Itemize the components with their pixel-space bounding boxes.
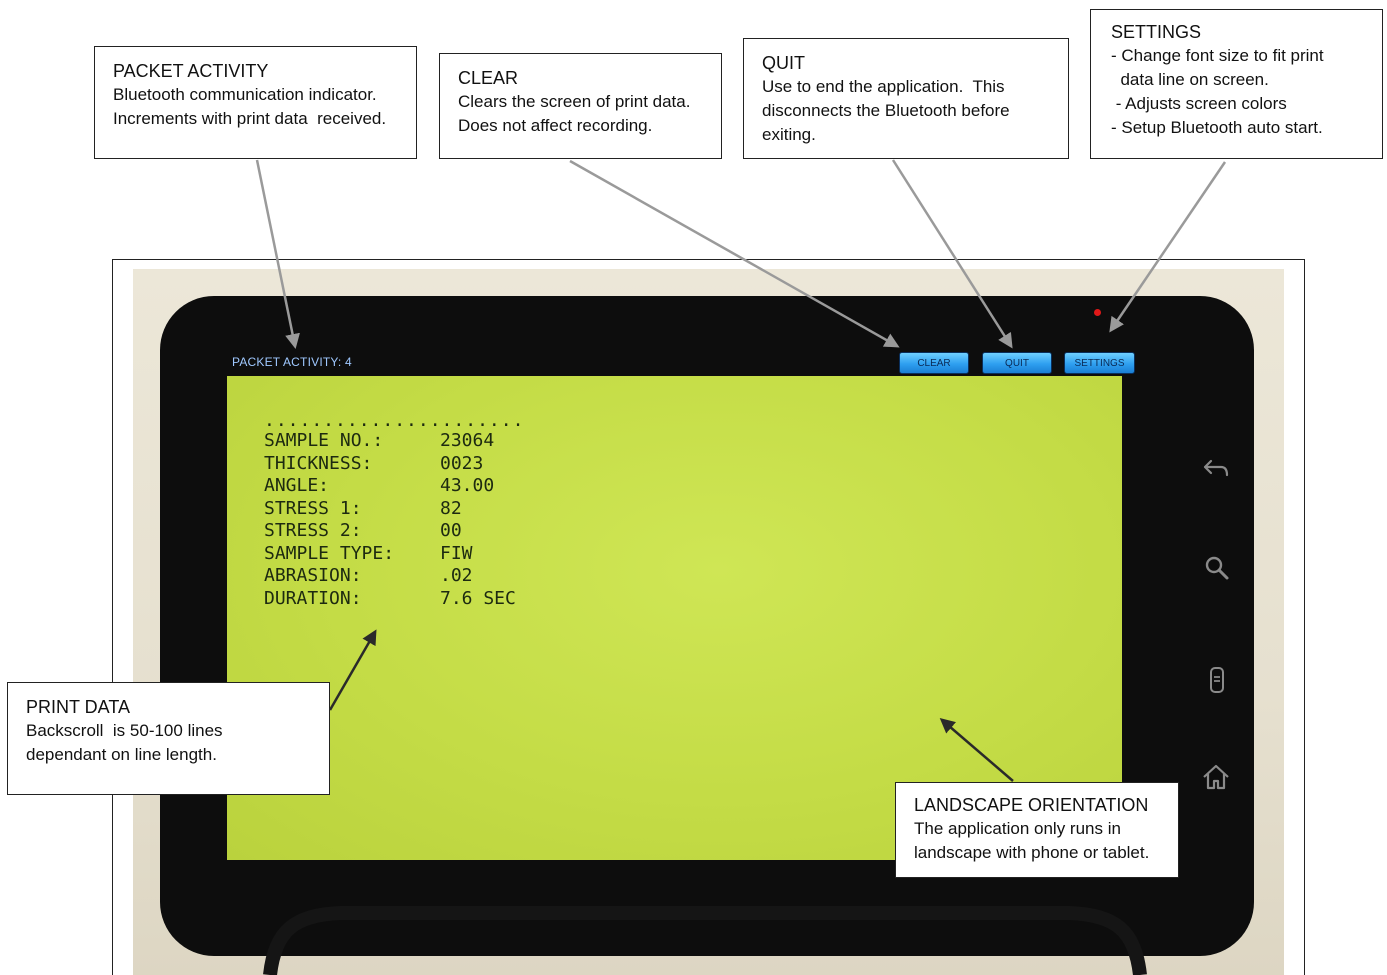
print-value: 0023 (440, 452, 484, 474)
arrow-quit (891, 159, 1013, 349)
callout-title: QUIT (762, 53, 805, 73)
print-value: 7.6 SEC (440, 587, 516, 609)
menu-icon[interactable] (1202, 665, 1232, 695)
callout-line: exiting. (762, 125, 816, 144)
print-label: SAMPLE TYPE: (264, 542, 395, 564)
print-row: ABRASION: .02 (264, 565, 516, 588)
print-label: STRESS 1: (264, 497, 362, 519)
print-row: SAMPLE NO.: 23064 (264, 430, 516, 453)
print-label: ANGLE: (264, 475, 330, 496)
callout-line: - Setup Bluetooth auto start. (1111, 118, 1323, 137)
quit-button[interactable]: QUIT (982, 352, 1052, 374)
callout-title: SETTINGS (1111, 22, 1202, 42)
callout-title: LANDSCAPE ORIENTATION (914, 795, 1149, 815)
callout-line: The application only runs in (914, 819, 1121, 838)
print-value: 00 (440, 520, 462, 541)
callout-line: Does not affect recording. (458, 116, 653, 135)
print-value: 82 (440, 497, 462, 519)
print-value: .02 (440, 565, 473, 586)
callout-line: Clears the screen of print data. (458, 92, 691, 111)
callout-packet-activity: PACKET ACTIVITY Bluetooth communication … (94, 46, 417, 159)
callout-line: data line on screen. (1111, 70, 1269, 89)
arrow-clear (569, 159, 900, 348)
callout-settings: SETTINGS - Change font size to fit print… (1090, 9, 1383, 159)
print-value: FIW (440, 542, 473, 564)
callout-line: - Adjusts screen colors (1111, 94, 1287, 113)
print-value: 23064 (440, 430, 495, 451)
print-row: SAMPLE TYPE: FIW (264, 543, 516, 566)
print-label: STRESS 2: (264, 520, 362, 541)
callout-line: - Change font size to fit print (1111, 46, 1324, 65)
tablet-stand (263, 906, 1147, 975)
callout-landscape-orientation: LANDSCAPE ORIENTATION The application on… (895, 782, 1179, 878)
callout-line: Use to end the application. This (762, 77, 1005, 96)
home-icon[interactable] (1201, 762, 1231, 792)
print-label: DURATION: (264, 587, 362, 609)
callout-line: disconnects the Bluetooth before (762, 101, 1010, 120)
callout-line: Increments with print data received. (113, 109, 387, 128)
print-row: ANGLE: 43.00 (264, 475, 516, 498)
print-label: THICKNESS: (264, 452, 373, 474)
print-row: STRESS 2: 00 (264, 520, 516, 543)
indicator-led (1094, 309, 1101, 316)
arrow-packet-activity (255, 159, 300, 349)
callout-title: PRINT DATA (26, 697, 131, 717)
callout-line: dependant on line length. (26, 745, 217, 764)
back-icon[interactable] (1201, 455, 1231, 485)
print-label: ABRASION: (264, 565, 362, 586)
print-data-screen[interactable] (227, 376, 1122, 860)
search-icon[interactable] (1202, 553, 1232, 583)
callout-title: CLEAR (458, 68, 519, 88)
arrow-print-data (328, 629, 377, 711)
print-row: STRESS 1: 82 (264, 498, 516, 521)
callout-print-data: PRINT DATA Backscroll is 50-100 lines de… (7, 682, 330, 795)
clear-button[interactable]: CLEAR (899, 352, 969, 374)
arrow-settings (1109, 161, 1227, 333)
print-separator: ...................... (264, 410, 525, 431)
print-row: THICKNESS: 0023 (264, 453, 516, 476)
callout-line: Backscroll is 50-100 lines (26, 721, 223, 740)
callout-line: Bluetooth communication indicator. (113, 85, 377, 104)
print-row: DURATION: 7.6 SEC (264, 588, 516, 611)
callout-clear: CLEAR Clears the screen of print data. D… (439, 53, 722, 159)
callout-line: landscape with phone or tablet. (914, 843, 1150, 862)
settings-button[interactable]: SETTINGS (1064, 352, 1135, 374)
print-value: 43.00 (440, 475, 495, 496)
callout-quit: QUIT Use to end the application. This di… (743, 38, 1069, 159)
print-label: SAMPLE NO.: (264, 430, 384, 451)
packet-activity-indicator: PACKET ACTIVITY: 4 (232, 355, 352, 369)
arrow-landscape (939, 718, 1014, 782)
print-data-list: SAMPLE NO.: 23064 THICKNESS: 0023 ANGLE: 43… (264, 430, 516, 610)
callout-title: PACKET ACTIVITY (113, 61, 269, 81)
